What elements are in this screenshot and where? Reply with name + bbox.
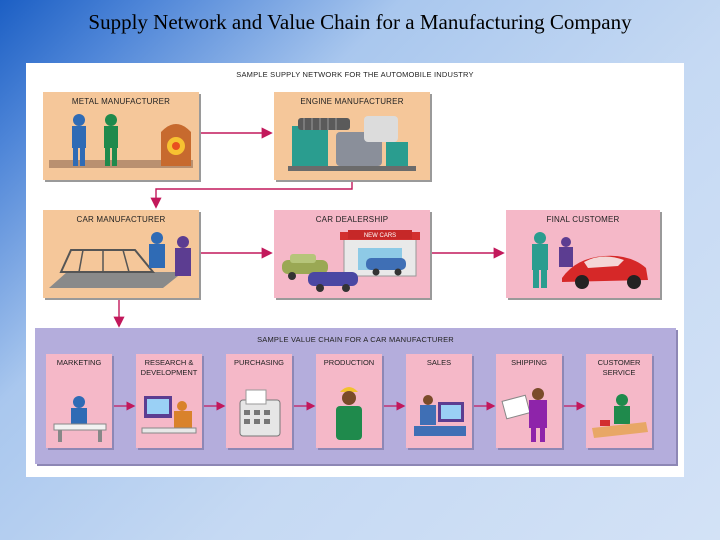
value-step-research-development: RESEARCH &DEVELOPMENT (136, 354, 202, 448)
value-chain-title: SAMPLE VALUE CHAIN FOR A CAR MANUFACTURE… (257, 335, 454, 344)
shipping-illustration (501, 388, 547, 442)
value-chain-arrows (114, 401, 586, 411)
value-step-label: MARKETING (56, 358, 102, 367)
customer-car-illustration (532, 232, 648, 289)
value-step-marketing: MARKETING (46, 354, 112, 448)
value-step-label: SALES (426, 358, 452, 367)
dealership-sign (348, 230, 412, 239)
node-label: CAR MANUFACTURER (76, 215, 166, 224)
supply-flow-arrows (113, 127, 505, 328)
assembly-line-illustration (49, 232, 191, 288)
sales-illustration (414, 395, 466, 436)
value-step-shipping: SHIPPING (496, 354, 562, 448)
supply-network-figure: SAMPLE SUPPLY NETWORK FOR THE AUTOMOBILE… (26, 63, 684, 477)
value-step-purchasing: PURCHASING (226, 354, 292, 448)
engine-illustration (288, 116, 416, 171)
node-label: FINAL CUSTOMER (546, 215, 620, 224)
node-metal-manufacturer: METAL MANUFACTURER (43, 92, 199, 180)
dealership-illustration: NEW CARS (282, 230, 420, 292)
value-step-label: SHIPPING (511, 358, 547, 367)
node-label: CAR DEALERSHIP (315, 215, 389, 224)
node-final-customer: FINAL CUSTOMER (506, 210, 660, 298)
supply-network-title: SAMPLE SUPPLY NETWORK FOR THE AUTOMOBILE… (236, 70, 474, 79)
customer-service-illustration (592, 394, 648, 438)
node-label: ENGINE MANUFACTURER (300, 97, 404, 106)
node-car-dealership: CAR DEALERSHIP NEW CARS (274, 210, 430, 298)
node-label: METAL MANUFACTURER (71, 97, 171, 106)
node-car-manufacturer: CAR MANUFACTURER (43, 210, 199, 298)
slide-title: Supply Network and Value Chain for a Man… (88, 10, 632, 34)
value-step-label: PRODUCTION (323, 358, 375, 367)
node-engine-manufacturer: ENGINE MANUFACTURER (274, 92, 430, 180)
research-illustration (141, 396, 197, 434)
calculator-illustration (239, 389, 281, 437)
value-step-sales: SALES (406, 354, 472, 448)
svg-text:NEW CARS: NEW CARS (364, 233, 396, 239)
value-chain-band: SAMPLE VALUE CHAIN FOR A CAR MANUFACTURE… (35, 328, 676, 464)
marketing-illustration (53, 396, 107, 442)
production-worker-illustration (336, 387, 362, 440)
metal-workers-illustration (49, 114, 193, 168)
value-step-label: PURCHASING (233, 358, 284, 367)
value-step-label: RESEARCH &DEVELOPMENT (140, 358, 198, 377)
value-step-production: PRODUCTION (316, 354, 382, 448)
